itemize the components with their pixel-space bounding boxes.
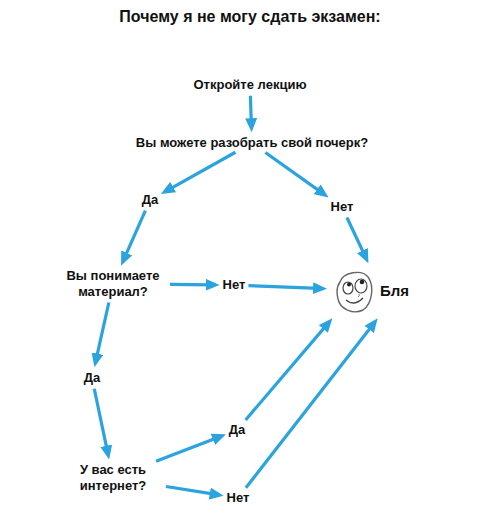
arrow-connector bbox=[265, 153, 322, 193]
arrow-connector bbox=[246, 324, 328, 420]
arrow-connector bbox=[249, 96, 253, 124]
node-text: Нет bbox=[331, 199, 354, 215]
text-node: Нет bbox=[227, 490, 250, 506]
node-text: Бля bbox=[380, 266, 422, 316]
text-node: У вас есть интернет? bbox=[63, 462, 163, 493]
node-text: У вас есть интернет? bbox=[63, 462, 163, 493]
node-text: Нет bbox=[227, 490, 250, 506]
node-text: Нет bbox=[223, 277, 246, 293]
node-text: Да bbox=[229, 422, 246, 438]
text-node: Нет bbox=[331, 199, 354, 215]
rage-face-illustration bbox=[332, 268, 376, 314]
outcome-node: Бля bbox=[330, 266, 422, 316]
text-node: Откройте лекцию bbox=[194, 77, 307, 93]
arrow-connector bbox=[248, 286, 319, 289]
text-node: Да bbox=[142, 192, 159, 208]
text-node: Да bbox=[84, 370, 101, 386]
node-text: Откройте лекцию bbox=[194, 77, 307, 93]
arrow-connector bbox=[347, 218, 365, 257]
node-text: Вы можете разобрать свой почерк? bbox=[136, 135, 368, 151]
arrow-connector bbox=[168, 152, 236, 190]
node-text: Да bbox=[84, 370, 101, 386]
node-text: Вы понимаете материал? bbox=[59, 268, 167, 299]
arrow-connector bbox=[156, 437, 218, 461]
node-text: Да bbox=[142, 192, 159, 208]
arrow-connector bbox=[94, 389, 107, 452]
arrow-connector bbox=[166, 486, 216, 494]
arrow-connector bbox=[170, 283, 212, 287]
arrow-connector bbox=[246, 325, 373, 488]
arrow-connector bbox=[124, 211, 145, 259]
text-node: Вы можете разобрать свой почерк? bbox=[136, 135, 368, 151]
diagram-title: Почему я не могу сдать экзамен: bbox=[0, 8, 500, 26]
arrow-connector bbox=[96, 303, 109, 360]
text-node: Да bbox=[229, 422, 246, 438]
text-node: Нет bbox=[223, 277, 246, 293]
text-node: Вы понимаете материал? bbox=[59, 268, 167, 299]
